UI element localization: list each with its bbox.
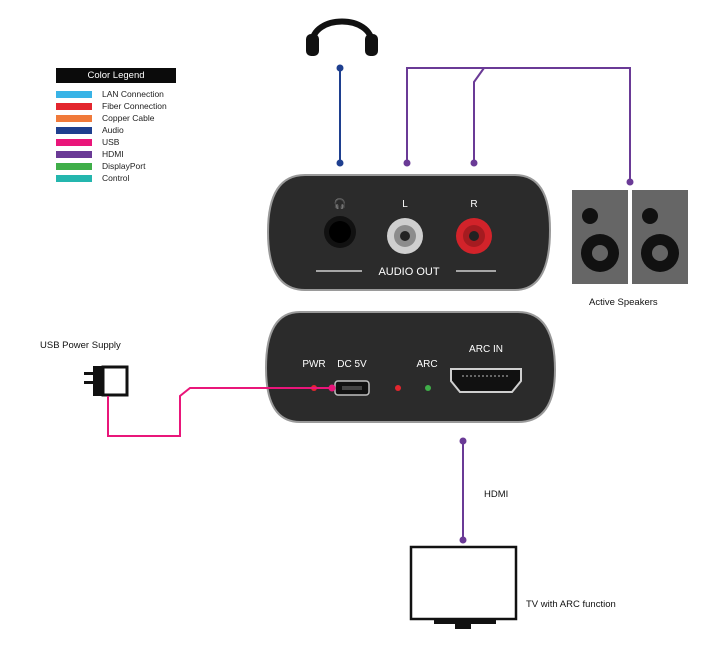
legend-swatch <box>56 103 92 110</box>
audio-out-device <box>266 174 552 291</box>
arc-led-green <box>425 385 431 391</box>
legend-item-usb: USB <box>56 137 186 148</box>
rca-right-jack <box>456 218 492 254</box>
legend-label: Audio <box>102 125 124 135</box>
legend-swatch <box>56 151 92 158</box>
tv-icon <box>409 545 518 629</box>
headphones-icon <box>306 18 378 56</box>
legend-swatch <box>56 115 92 122</box>
legend-swatch <box>56 163 92 170</box>
legend-swatch <box>56 175 92 182</box>
legend-label: Copper Cable <box>102 113 155 123</box>
arc-led-red <box>395 385 401 391</box>
legend-swatch <box>56 91 92 98</box>
legend-item-control: Control <box>56 173 186 184</box>
speaker-left-icon <box>572 190 628 284</box>
audio-out-caption: AUDIO OUT <box>378 266 439 278</box>
left-channel-label: L <box>402 199 408 210</box>
legend-title: Color Legend <box>56 68 176 83</box>
legend-item-displayport: DisplayPort <box>56 161 186 172</box>
legend-label: LAN Connection <box>102 89 164 99</box>
pwr-label: PWR <box>302 359 325 370</box>
dc-5v-label: DC 5V <box>337 359 367 370</box>
hdmi-cable-label: HDMI <box>484 489 509 500</box>
active-speakers-label: Active Speakers <box>589 297 658 308</box>
headphone-jack-label: 🎧 <box>334 197 346 210</box>
legend-swatch <box>56 127 92 134</box>
right-channel-label: R <box>470 199 477 210</box>
legend-item-copper: Copper Cable <box>56 113 186 124</box>
legend-label: Control <box>102 173 130 183</box>
tv-label: TV with ARC function <box>526 599 616 610</box>
usb-cable <box>107 384 336 437</box>
legend-swatch <box>56 139 92 146</box>
dc-5v-port <box>334 380 370 396</box>
legend-item-lan: LAN Connection <box>56 89 186 100</box>
hdmi-arc-in-port <box>450 368 522 393</box>
audio-cable-headphones <box>336 64 344 167</box>
arc-device <box>264 311 557 423</box>
legend-item-hdmi: HDMI <box>56 149 186 160</box>
headphone-jack <box>324 216 356 248</box>
hdmi-cable-tv <box>459 437 467 544</box>
arc-label: ARC <box>416 359 437 370</box>
legend-label: Fiber Connection <box>102 101 167 111</box>
legend-label: USB <box>102 137 120 147</box>
legend-label: HDMI <box>102 149 124 159</box>
usb-power-supply-label: USB Power Supply <box>40 340 121 351</box>
speaker-right-icon <box>632 190 688 284</box>
arc-in-label: ARC IN <box>469 344 503 355</box>
legend-item-audio: Audio <box>56 125 186 136</box>
legend-item-fiber: Fiber Connection <box>56 101 186 112</box>
speaker-cables <box>403 67 634 186</box>
rca-left-jack <box>387 218 423 254</box>
usb-power-supply-icon <box>84 365 129 397</box>
legend-label: DisplayPort <box>102 161 146 171</box>
